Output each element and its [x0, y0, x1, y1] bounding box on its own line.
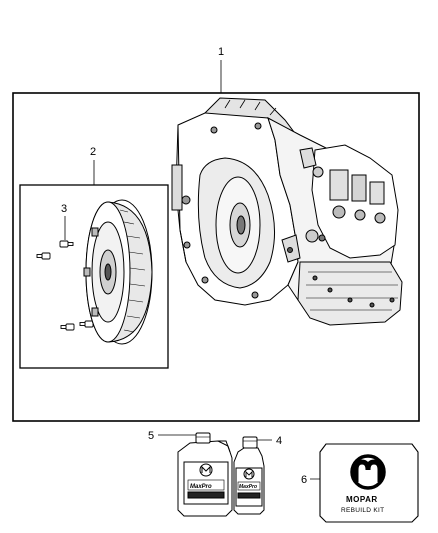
bolt-group: [36, 240, 94, 331]
fluid-bottle-quart: MaxPro: [233, 436, 265, 515]
transmission-frame: [12, 92, 420, 422]
callout-3: 3: [61, 203, 67, 215]
jug-brand-small: MaxPro: [239, 484, 257, 490]
kit-brand: MOPAR: [346, 495, 378, 504]
callout-2: 2: [90, 146, 96, 158]
callout-1: 1: [218, 46, 224, 58]
torque-converter: [83, 199, 153, 345]
bolt: [60, 323, 75, 331]
bolt: [59, 240, 74, 248]
kit-name: REBUILD KIT: [341, 507, 384, 514]
bolt: [36, 252, 51, 260]
fluid-jug-gallon: MaxPro: [177, 432, 233, 517]
jug-brand-large: MaxPro: [190, 484, 212, 490]
bolt: [79, 320, 94, 328]
rebuild-kit-box: MOPAR REBUILD KIT: [319, 443, 419, 523]
transmission-assembly: [171, 97, 403, 326]
callout-4: 4: [276, 435, 282, 447]
callout-5: 5: [148, 430, 154, 442]
callout-6: 6: [301, 474, 307, 486]
